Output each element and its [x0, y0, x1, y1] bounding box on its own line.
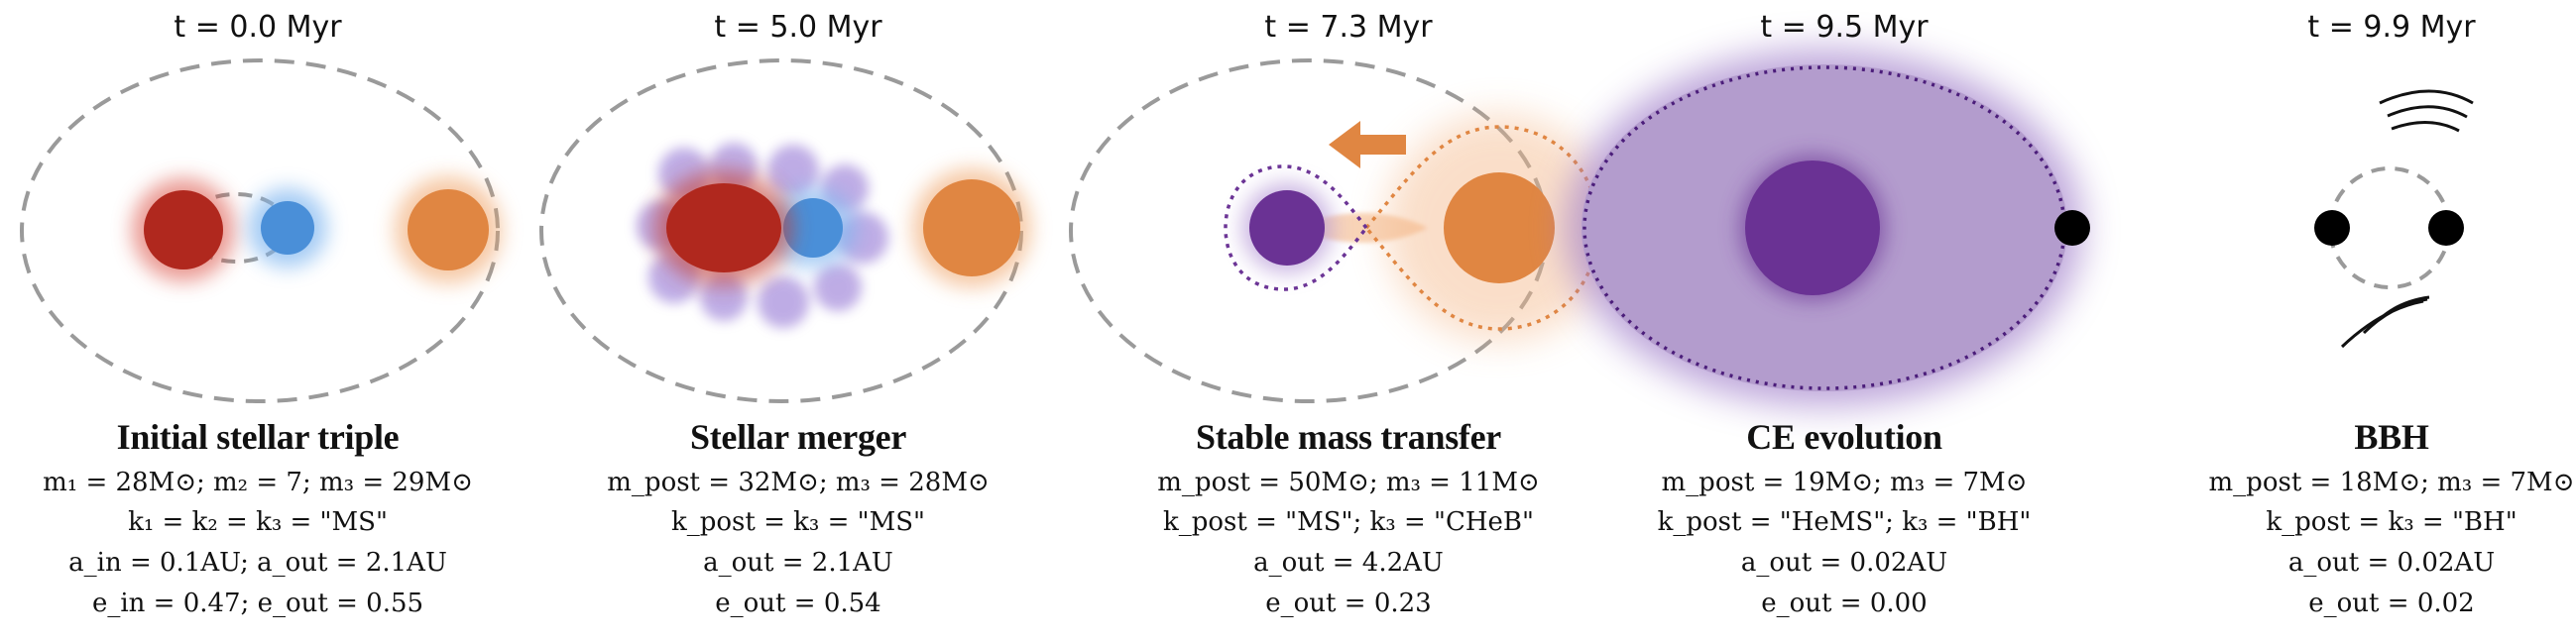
separation-line: a_out = 0.02AU	[2287, 548, 2496, 578]
separation-line: a_out = 4.2AU	[1253, 548, 1444, 578]
mass-line: m_post = 19M⊙; m₃ = 7M⊙	[1661, 468, 2028, 497]
time-label: t = 9.9 Myr	[2307, 10, 2476, 45]
roche-lobe-accretor	[1224, 164, 1369, 291]
black-hole-2	[2428, 210, 2464, 246]
panel-stable-mass-transfer	[1069, 58, 1613, 403]
mass-transfer-arrow-icon	[1329, 121, 1406, 168]
accretor-star	[1249, 190, 1325, 266]
separation-line: a_in = 0.1AU; a_out = 2.1AU	[68, 548, 447, 578]
gravitational-waves-upper	[2379, 89, 2474, 133]
blue-star	[783, 198, 843, 258]
stage-title: CE evolution	[1746, 417, 1942, 457]
panel-initial-triple	[20, 58, 502, 403]
eccentricity-line: e_in = 0.47; e_out = 0.55	[91, 589, 424, 618]
stage-title: BBH	[2354, 417, 2429, 457]
separation-line: a_out = 2.1AU	[703, 548, 893, 578]
stripped-core	[1745, 161, 1880, 295]
merger-ejecta	[637, 143, 888, 328]
mass-line: m_post = 50M⊙; m₃ = 11M⊙	[1157, 468, 1540, 497]
time-label: t = 9.5 Myr	[1760, 10, 1929, 45]
mass-line: m₁ = 28M⊙; m₂ = 7; m₃ = 29M⊙	[43, 468, 473, 497]
eccentricity-line: e_out = 0.54	[715, 589, 881, 618]
eccentricity-line: e_out = 0.00	[1761, 589, 1928, 618]
type-line: k_post = "HeMS"; k₃ = "BH"	[1657, 507, 2032, 537]
stage-title: Stable mass transfer	[1196, 417, 1501, 457]
panel-stellar-merger	[539, 58, 1031, 403]
panel-bbh	[2314, 89, 2474, 349]
red-star	[144, 190, 223, 269]
mass-line: m_post = 18M⊙; m₃ = 7M⊙	[2208, 468, 2575, 497]
orange-star	[923, 179, 1020, 276]
stage-title: Initial stellar triple	[116, 417, 400, 457]
eccentricity-line: e_out = 0.23	[1265, 589, 1432, 618]
time-label: t = 0.0 Myr	[174, 10, 342, 45]
time-label: t = 7.3 Myr	[1264, 10, 1433, 45]
type-line: k_post = "MS"; k₃ = "CHeB"	[1162, 507, 1534, 537]
gravitational-waves-lower	[2340, 295, 2430, 349]
orange-star	[408, 189, 489, 270]
black-hole	[2054, 210, 2090, 246]
panel-ce-evolution	[1567, 50, 2090, 406]
mass-line: m_post = 32M⊙; m₃ = 28M⊙	[607, 468, 990, 497]
stage-title: Stellar merger	[689, 417, 907, 457]
blue-star	[261, 201, 314, 255]
type-line: k_post = k₃ = "BH"	[2266, 507, 2517, 537]
time-label: t = 5.0 Myr	[714, 10, 882, 45]
separation-line: a_out = 0.02AU	[1740, 548, 1948, 578]
donor-star	[1444, 172, 1555, 283]
merged-star	[666, 183, 781, 272]
black-hole-1	[2314, 210, 2350, 246]
eccentricity-line: e_out = 0.02	[2308, 589, 2475, 618]
type-line: k₁ = k₂ = k₃ = "MS"	[128, 507, 388, 537]
type-line: k_post = k₃ = "MS"	[670, 507, 925, 537]
